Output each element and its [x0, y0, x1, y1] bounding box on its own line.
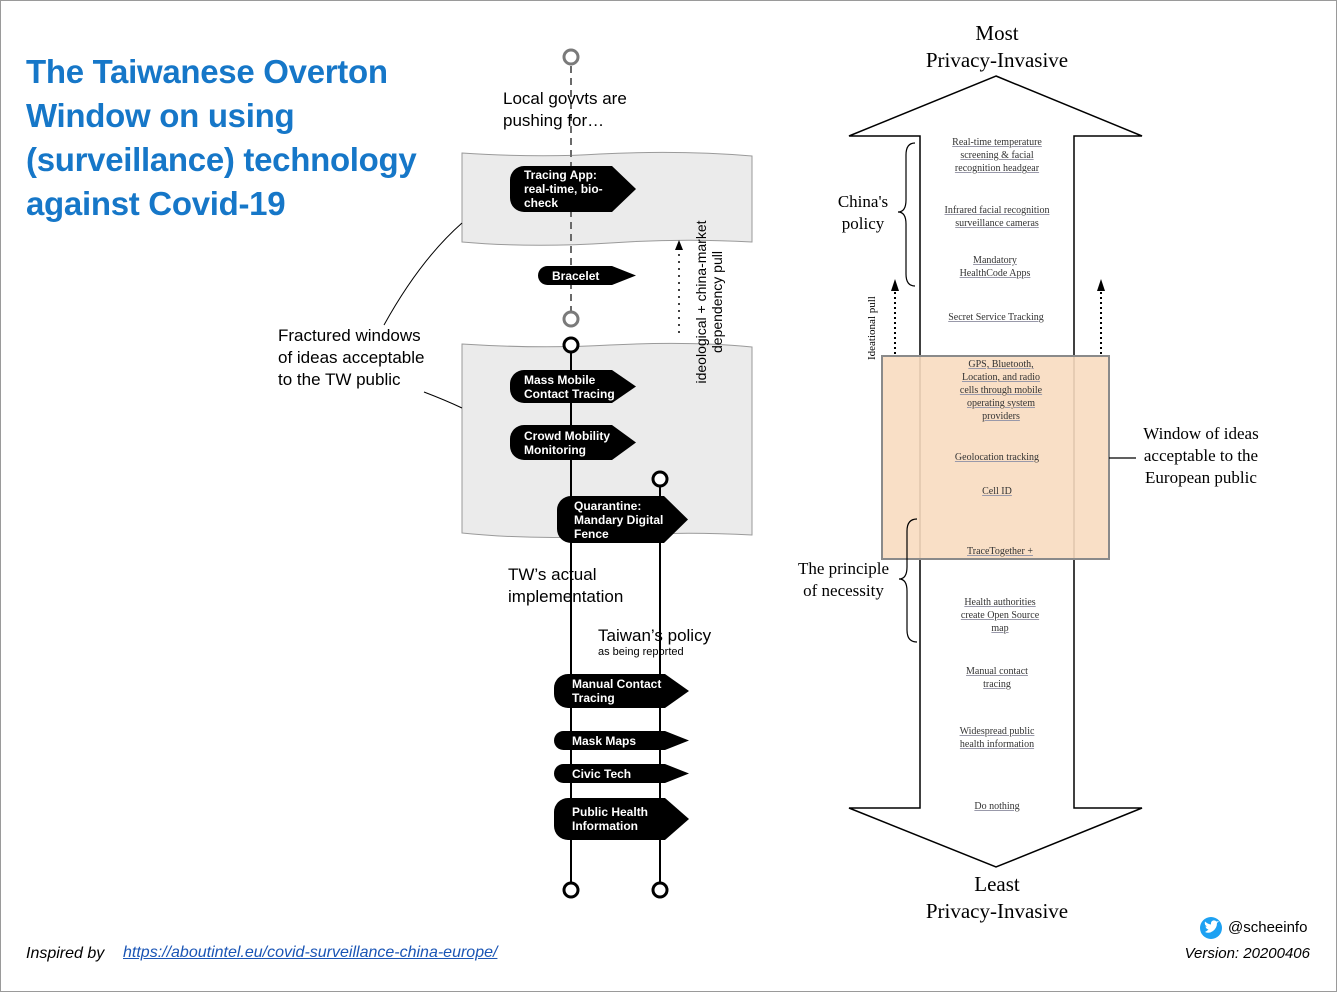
item-manual-contact-tracing: Manual contact tracing [966, 666, 1028, 690]
tag-crowd-mobility-monitoring: Crowd Mobility Monitoring [510, 425, 636, 460]
tag-civic-tech: Civic Tech [554, 764, 689, 783]
tag-mass-mobile-contact-tracing: Mass Mobile Contact Tracing [510, 370, 636, 403]
item-gps-bluetooth: GPS, Bluetooth, Location, and radio cell… [959, 359, 1043, 422]
page-title: The Taiwanese Overton Window on using (s… [26, 53, 417, 222]
fractured-callout-lower [423, 391, 463, 409]
ideational-pull-label: Ideational pull [866, 296, 878, 360]
tag-civic-tech-label: Civic Tech [572, 766, 632, 781]
necessity-label: The principle of necessity [797, 559, 890, 600]
taiwan-policy-label: Taiwan’s policy [598, 626, 712, 645]
version-label: Version: 20200406 [1184, 945, 1310, 962]
top-gray-node [562, 48, 580, 66]
tw-actual-top-node [562, 336, 580, 354]
ideational-pull-right-head [1097, 279, 1105, 291]
ideological-pull-label-wrap: ideological + china-market dependency pu… [693, 207, 733, 397]
inspired-by-link[interactable]: https://aboutintel.eu/covid-surveillance… [123, 944, 498, 961]
ideational-pull-wrap: Ideational pull [866, 288, 880, 368]
item-cell-id: Cell ID [982, 486, 1012, 497]
twitter-handle: @scheeinfo [1228, 919, 1308, 936]
tag-quarantine-digital-fence: Quarantine: Mandary Digital Fence [557, 496, 688, 543]
tag-mask-maps: Mask Maps [554, 731, 689, 750]
tag-bracelet: Bracelet [538, 266, 636, 285]
item-tracetogether: TraceTogether + [967, 546, 1033, 557]
tag-crowd-mobility-label: Crowd Mobility Monitoring [524, 428, 610, 457]
china-policy-brace [897, 142, 916, 287]
tag-manual-contact-tracing: Manual Contact Tracing [554, 674, 689, 708]
european-window-box [881, 355, 1110, 560]
item-do-nothing: Do nothing [974, 801, 1020, 812]
tw-actual-label: TW’s actual implementation [508, 565, 624, 606]
taiwan-policy-bottom-node [651, 881, 669, 899]
tag-mass-mobile-label: Mass Mobile Contact Tracing [524, 372, 615, 401]
necessity-brace [898, 518, 918, 643]
fractured-windows-label: Fractured windows of ideas acceptable to… [278, 326, 425, 389]
tag-tracing-app: Tracing App: real-time, bio- check [510, 166, 636, 212]
item-public-health-information: Widespread public health information [959, 726, 1035, 750]
item-infrared-cameras: Infrared facial recognition surveillance… [944, 205, 1050, 229]
most-invasive-label: Most Privacy-Invasive [925, 21, 1069, 72]
twitter-bird-icon [1200, 917, 1222, 939]
item-open-source-map: Health authorities create Open Source ma… [960, 597, 1040, 634]
ideological-pull-arrowhead [675, 240, 683, 250]
item-healthcode-apps: Mandatory HealthCode Apps [959, 255, 1031, 279]
tw-actual-bottom-node [562, 881, 580, 899]
ideational-pull-left-head [891, 279, 899, 291]
tag-public-health-information: Public Health Information [554, 798, 689, 840]
taiwan-policy-sublabel: as being reported [598, 646, 684, 658]
taiwan-policy-top-node [651, 470, 669, 488]
window-ideas-label: Window of ideas acceptable to the Europe… [1143, 424, 1259, 487]
inspired-by-label: Inspired by [26, 945, 105, 962]
item-geolocation-tracking: Geolocation tracking [954, 452, 1040, 463]
item-secret-service-tracking: Secret Service Tracking [948, 312, 1044, 323]
tag-bracelet-label: Bracelet [552, 268, 600, 283]
mid-gray-node [562, 310, 580, 328]
ideological-pull-label: ideological + china-market dependency pu… [693, 220, 725, 384]
least-invasive-label: Least Privacy-Invasive [925, 872, 1069, 923]
item-temperature-headgear: Real-time temperature screening & facial… [952, 137, 1042, 174]
fractured-callout-upper [383, 222, 463, 326]
tag-mask-maps-label: Mask Maps [572, 733, 637, 748]
tag-quarantine-label: Quarantine: Mandary Digital Fence [574, 498, 664, 541]
tag-manual-contact-label: Manual Contact Tracing [572, 677, 662, 705]
tag-public-health-label: Public Health Information [572, 805, 649, 833]
china-policy-label: China's policy [837, 192, 889, 233]
tag-tracing-app-label: Tracing App: real-time, bio- check [524, 168, 603, 210]
local-govts-label: Local govvts are pushing for… [503, 89, 627, 130]
